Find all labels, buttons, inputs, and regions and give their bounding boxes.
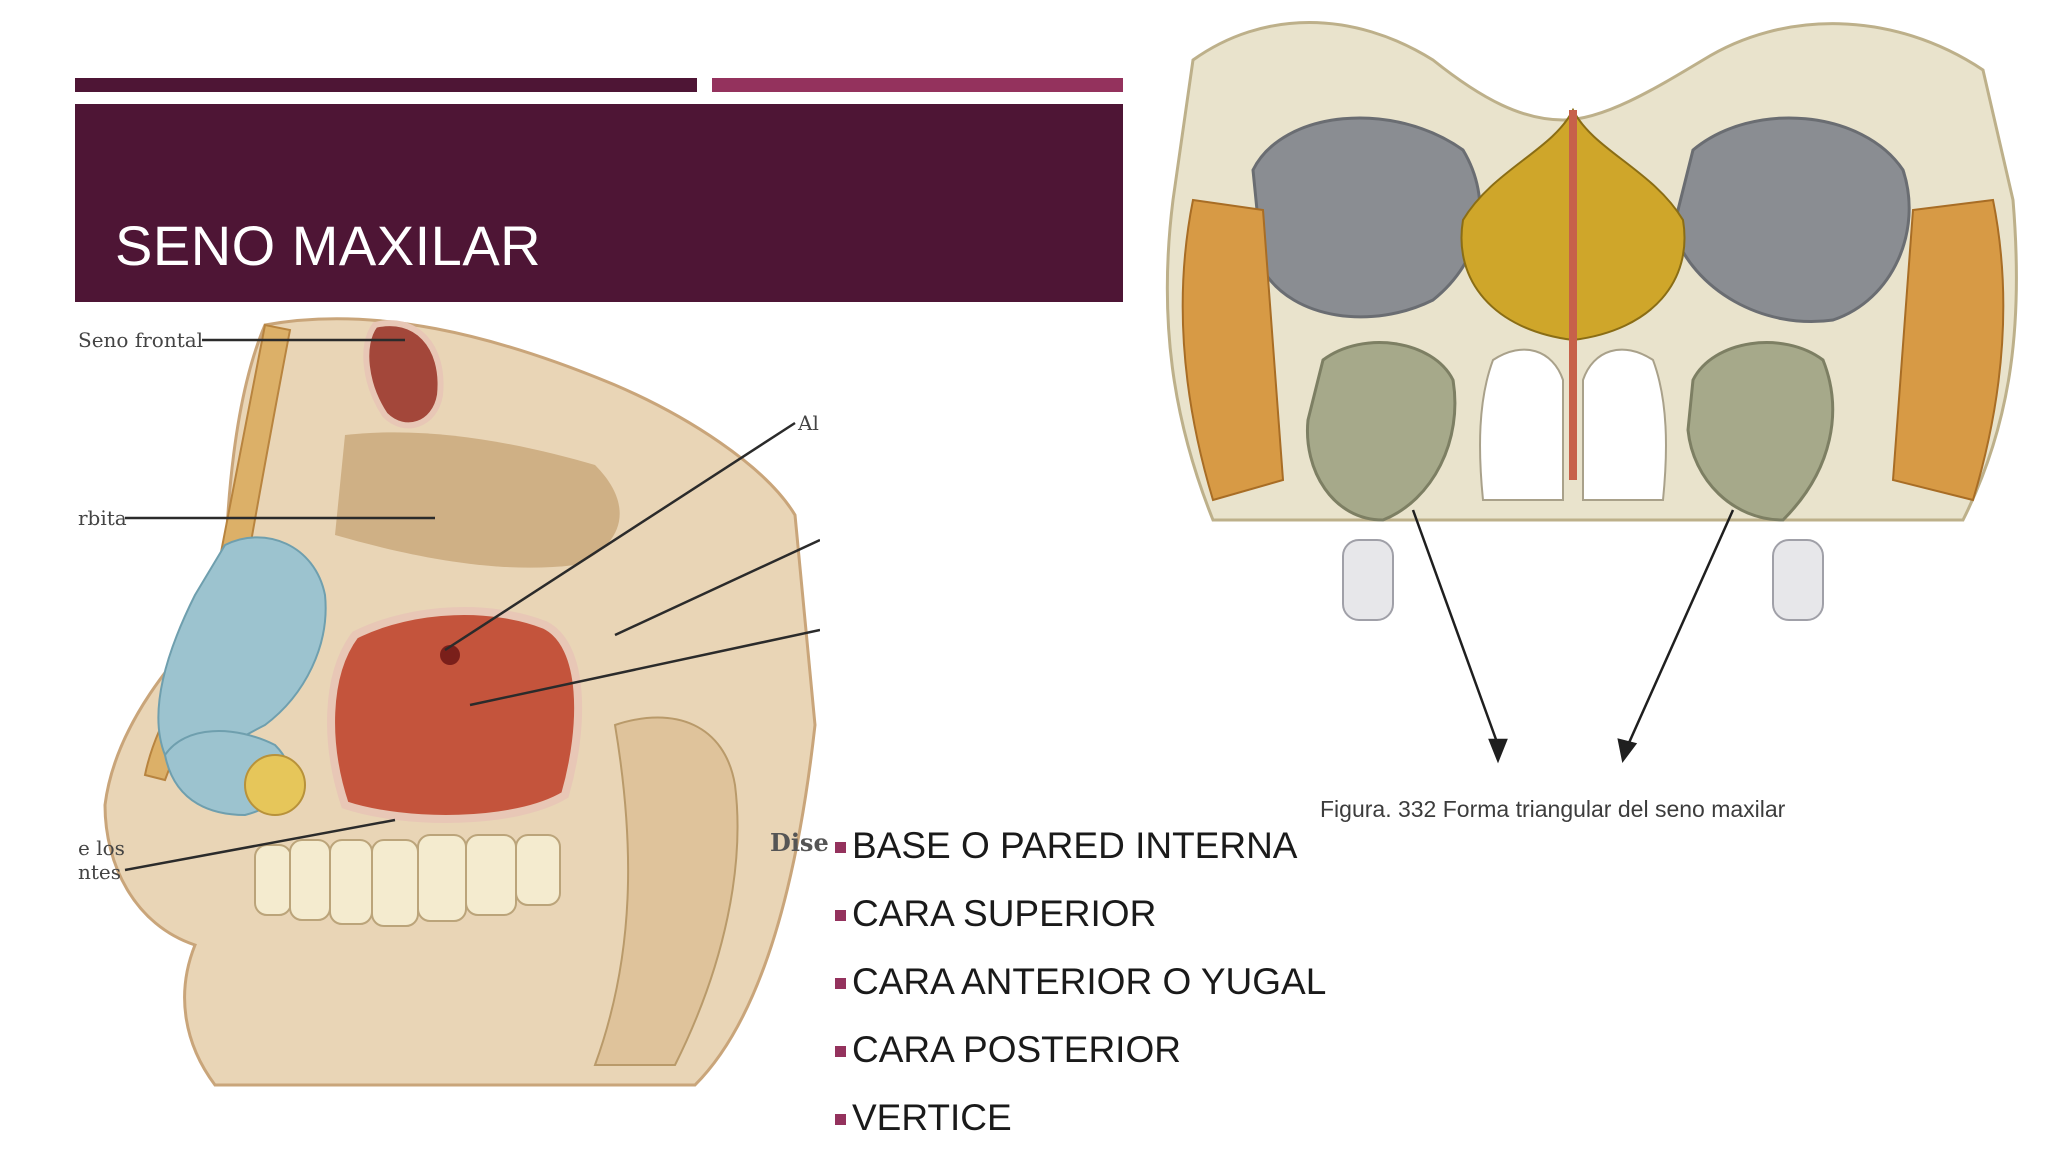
title-banner: SENO MAXILAR <box>75 104 1123 302</box>
label-orbit: rbita <box>78 506 127 530</box>
bullet-text: CARA POSTERIOR <box>852 1029 1181 1070</box>
skull-sagittal-illustration: Seno frontal rbita e los ntes Al <box>78 317 820 1087</box>
label-cut-text: Dise <box>770 828 829 857</box>
coronal-sinus-illustration <box>1165 21 2018 764</box>
bullet-item: CARA POSTERIOR <box>835 1016 1326 1084</box>
bullet-text: BASE O PARED INTERNA <box>852 825 1298 866</box>
label-top-right: Al <box>797 411 819 435</box>
slide-title: SENO MAXILAR <box>115 214 542 277</box>
accent-bar-right <box>712 78 1123 92</box>
bullet-item: BASE O PARED INTERNA <box>835 812 1326 880</box>
bullet-text: CARA ANTERIOR O YUGAL <box>852 961 1327 1002</box>
bullet-item: VERTICE <box>835 1084 1326 1152</box>
accent-bar-left <box>75 78 697 92</box>
figure-caption: Figura. 332 Forma triangular del seno ma… <box>1320 796 1786 822</box>
bullet-list: BASE O PARED INTERNA CARA SUPERIOR CARA … <box>835 812 1326 1152</box>
bullet-text: VERTICE <box>852 1097 1012 1138</box>
bullet-square-icon <box>835 841 846 853</box>
bullet-item: CARA SUPERIOR <box>835 880 1326 948</box>
label-frontal-sinus: Seno frontal <box>78 328 203 352</box>
label-teeth-line1: e los <box>78 836 125 860</box>
bullet-square-icon <box>835 977 846 989</box>
label-teeth-line2: ntes <box>78 860 121 884</box>
bullet-item: CARA ANTERIOR O YUGAL <box>835 948 1326 1016</box>
bullet-text: CARA SUPERIOR <box>852 893 1157 934</box>
bullet-square-icon <box>835 909 846 921</box>
bullet-square-icon <box>835 1113 846 1125</box>
bullet-square-icon <box>835 1045 846 1057</box>
